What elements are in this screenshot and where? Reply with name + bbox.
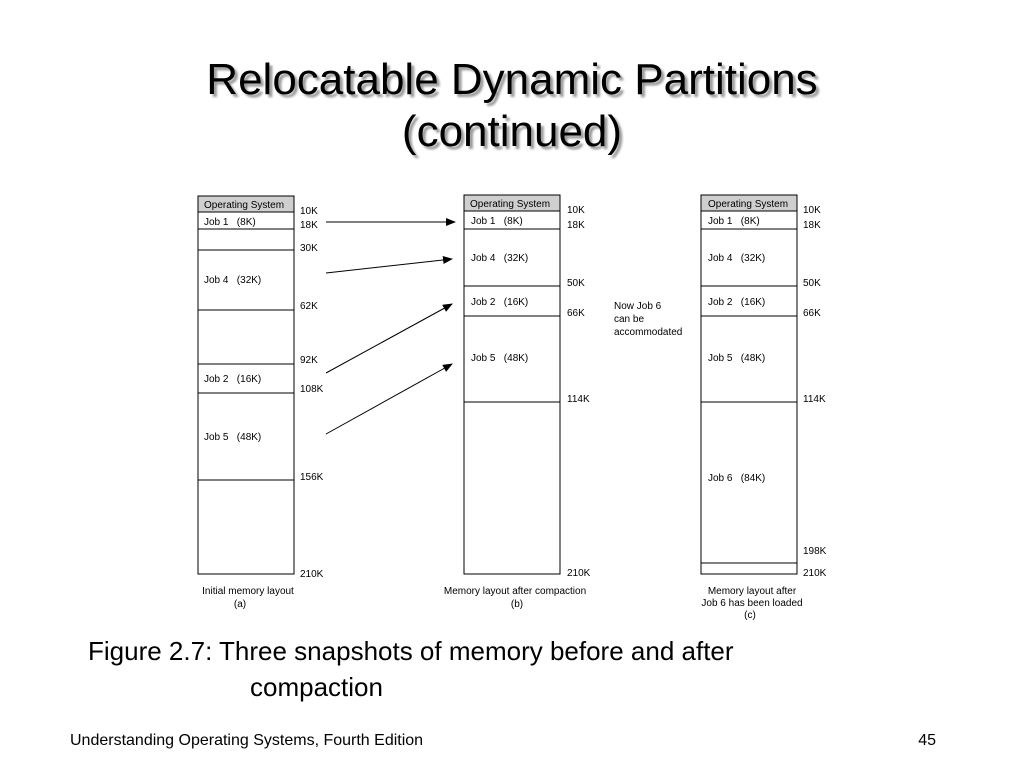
relocation-arrows	[325, 218, 456, 435]
panel-a: Operating System Job 1 (8K) Job 4 (32K) …	[197, 195, 324, 610]
panel-c-caption-line1: Memory layout after	[708, 586, 797, 597]
panel-c-address: 10K	[803, 205, 821, 216]
panel-a-address: 18K	[300, 220, 318, 231]
panel-c-job-1: Job 1 (8K)	[708, 216, 760, 227]
panel-c-job-4: Job 4 (32K)	[708, 253, 765, 264]
panel-b-caption: Memory layout after compaction	[444, 586, 586, 597]
panel-c-os-label: Operating System	[708, 199, 788, 210]
panel-b-sub: (b)	[511, 599, 523, 610]
panel-c-address: 114K	[803, 394, 826, 405]
panel-a-address: 210K	[300, 569, 324, 580]
panel-b-address: 10K	[567, 205, 585, 216]
panel-b-job-5: Job 5 (48K)	[471, 353, 528, 364]
note-now-job-6: Now Job 6 can be accommodated	[614, 301, 682, 338]
figure-caption-line2: compaction	[250, 672, 383, 702]
panel-a-address: 92K	[300, 355, 318, 366]
panel-a-job-2: Job 2 (16K)	[204, 374, 261, 385]
panel-a-address: 108K	[300, 384, 324, 395]
panel-c-memory-box	[700, 210, 798, 575]
panel-a-address: 156K	[300, 472, 324, 483]
panel-c-job-5: Job 5 (48K)	[708, 353, 765, 364]
figure-caption-line1: Figure 2.7: Three snapshots of memory be…	[88, 636, 734, 666]
panel-a-address: 10K	[300, 206, 318, 217]
panel-c: Operating System Job 1 (8K) Job 4 (32K) …	[700, 194, 827, 621]
panel-b-address: 210K	[567, 568, 591, 579]
panel-b-memory-box	[463, 210, 561, 575]
panel-b: Operating System Job 1 (8K) Job 4 (32K) …	[444, 194, 591, 610]
panel-a-job-5: Job 5 (48K)	[204, 432, 261, 443]
panel-c-job-2: Job 2 (16K)	[708, 297, 765, 308]
panel-a-sub: (a)	[234, 599, 246, 610]
panel-c-address: 198K	[803, 546, 827, 557]
footer-book-title: Understanding Operating Systems, Fourth …	[70, 732, 424, 749]
note-line: accommodated	[614, 327, 682, 338]
panel-a-address: 62K	[300, 301, 318, 312]
panel-c-address: 66K	[803, 308, 821, 319]
panel-a-os-label: Operating System	[204, 200, 284, 211]
slide-title-line1: Relocatable Dynamic Partitions	[206, 55, 818, 104]
arrow-job-4	[325, 256, 453, 274]
panel-c-address: 18K	[803, 220, 821, 231]
panel-c-job-6: Job 6 (84K)	[708, 473, 765, 484]
panel-b-job-1: Job 1 (8K)	[471, 216, 523, 227]
panel-b-address: 66K	[567, 308, 585, 319]
panel-a-job-4: Job 4 (32K)	[204, 275, 261, 286]
panel-b-os-label: Operating System	[470, 199, 550, 210]
panel-a-job-1: Job 1 (8K)	[204, 217, 256, 228]
panel-c-address: 210K	[803, 568, 827, 579]
panel-a-address: 30K	[300, 243, 318, 254]
panel-c-caption-line2: Job 6 has been loaded	[701, 598, 802, 609]
arrow-job-5	[325, 363, 453, 435]
panel-b-address: 50K	[567, 278, 585, 289]
panel-b-job-4: Job 4 (32K)	[471, 253, 528, 264]
panel-b-address: 114K	[567, 394, 590, 405]
figure-caption: Figure 2.7: Three snapshots of memory be…	[88, 633, 888, 705]
note-line: Now Job 6	[614, 301, 662, 312]
panel-c-address: 50K	[803, 278, 821, 289]
page-number: 45	[918, 732, 936, 749]
panel-c-sub: (c)	[744, 610, 756, 621]
slide-title-line2: (continued)	[401, 107, 623, 156]
panel-a-caption: Initial memory layout	[202, 586, 294, 597]
note-line: can be	[614, 314, 644, 325]
panel-b-address: 18K	[567, 220, 585, 231]
panel-b-job-2: Job 2 (16K)	[471, 297, 528, 308]
arrow-job-2	[325, 303, 453, 374]
